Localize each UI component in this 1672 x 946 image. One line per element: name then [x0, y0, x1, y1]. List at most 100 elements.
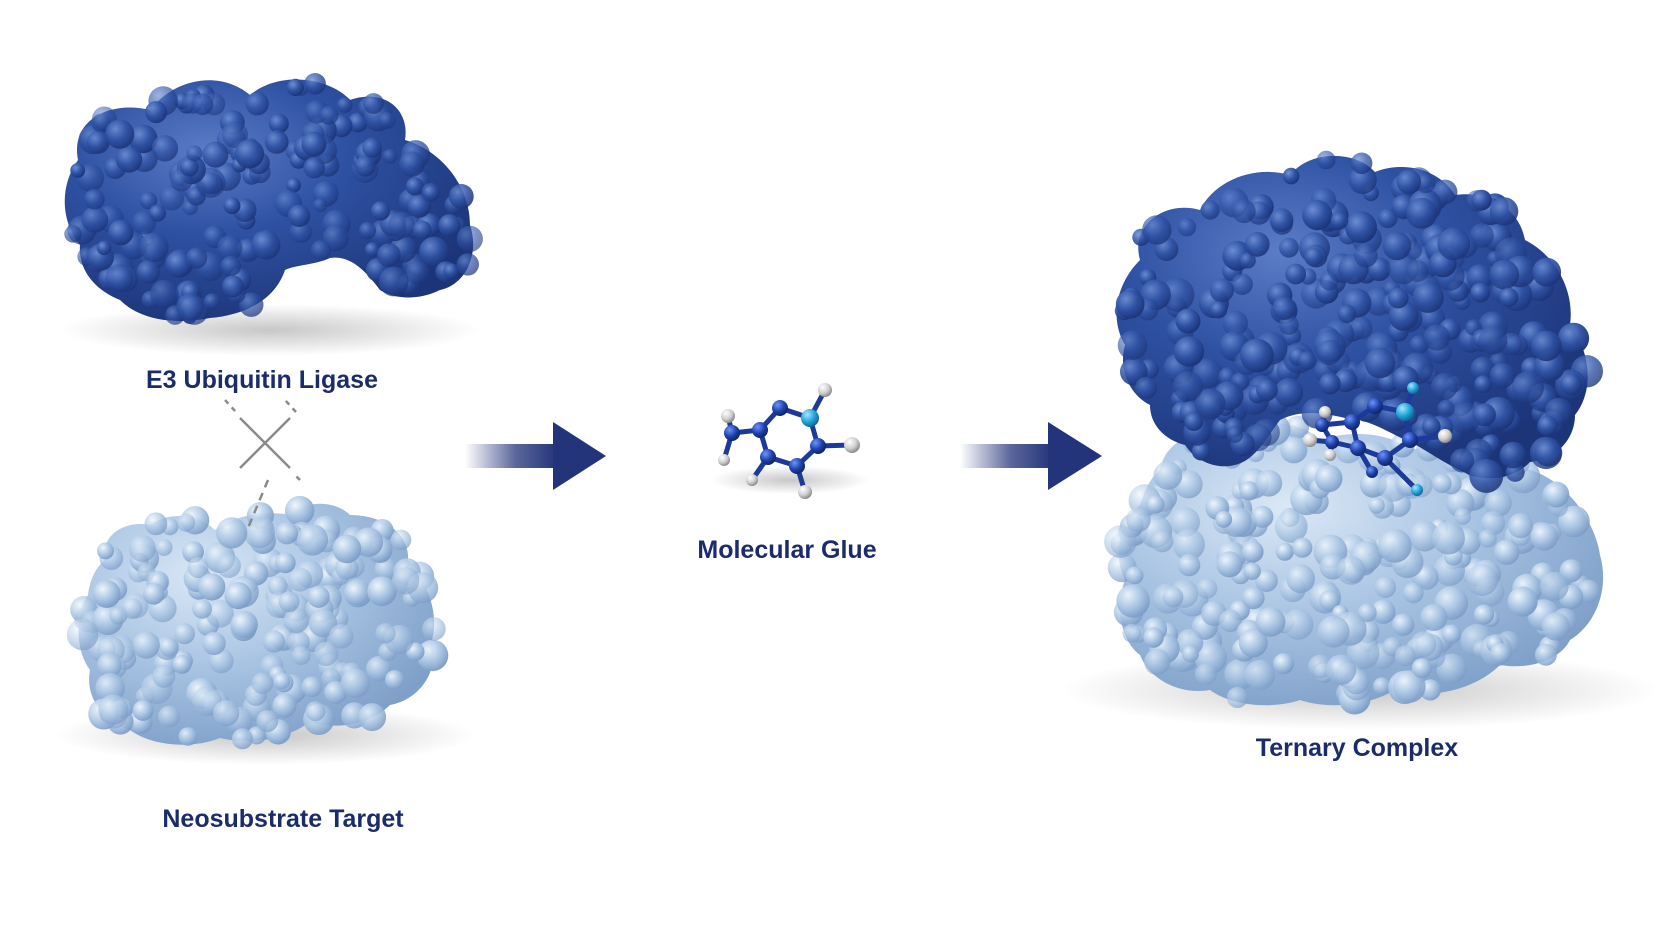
- surface-bump: [313, 198, 328, 212]
- surface-bump: [1231, 273, 1253, 295]
- surface-bump: [1512, 371, 1544, 404]
- surface-bump: [97, 542, 114, 560]
- surface-bump: [1393, 670, 1426, 703]
- surface-bump: [1541, 612, 1570, 641]
- surface-bump: [391, 567, 420, 595]
- surface-bump: [1282, 167, 1300, 185]
- surface-bump: [1470, 282, 1491, 303]
- surface-bump: [1194, 388, 1226, 420]
- surface-bump: [1531, 330, 1562, 362]
- surface-bump: [186, 247, 208, 269]
- surface-bump: [178, 727, 198, 746]
- surface-bump: [1422, 417, 1441, 436]
- atom: [1367, 398, 1383, 414]
- surface-bump: [421, 182, 441, 202]
- surface-bump: [203, 293, 221, 310]
- surface-bump: [1272, 296, 1296, 320]
- surface-bump: [145, 101, 168, 124]
- surface-bump: [1319, 590, 1340, 611]
- surface-bump: [307, 585, 330, 608]
- surface-bump: [1314, 464, 1343, 493]
- surface-bump: [81, 206, 109, 233]
- surface-bump: [1242, 586, 1265, 610]
- surface-bump: [1172, 371, 1204, 402]
- neosubstrate-protein: [66, 495, 449, 750]
- surface-bump: [1478, 325, 1508, 355]
- surface-bump: [1489, 259, 1520, 290]
- surface-bump: [1449, 402, 1481, 434]
- surface-bump: [1368, 497, 1385, 514]
- atom: [1325, 435, 1339, 449]
- surface-bump: [1162, 586, 1184, 608]
- surface-bump: [1472, 403, 1496, 427]
- surface-bump: [1330, 212, 1349, 230]
- surface-bump: [1396, 169, 1422, 194]
- surface-bump: [344, 580, 370, 605]
- surface-bump: [1126, 507, 1151, 533]
- surface-bump: [422, 617, 446, 641]
- surface-bump: [405, 177, 424, 196]
- surface-bump: [291, 645, 311, 666]
- surface-bump: [1409, 335, 1429, 355]
- atom: [772, 400, 788, 416]
- surface-bump: [1402, 582, 1424, 604]
- surface-bump: [1432, 473, 1452, 494]
- surface-bump: [275, 552, 296, 574]
- surface-bump: [1532, 257, 1562, 287]
- surface-bump: [1354, 243, 1378, 268]
- surface-bump: [230, 610, 258, 639]
- surface-bump: [176, 293, 204, 321]
- surface-bump: [1350, 152, 1373, 175]
- surface-bump: [1238, 628, 1268, 658]
- surface-bump: [1377, 208, 1398, 229]
- surface-bump: [366, 656, 392, 682]
- surface-bump: [1337, 304, 1357, 324]
- surface-bump: [1530, 522, 1558, 551]
- surface-bump: [1191, 442, 1211, 461]
- surface-bump: [1507, 513, 1534, 539]
- surface-bump: [1412, 281, 1444, 313]
- surface-bump: [1364, 347, 1396, 379]
- surface-bump: [1255, 569, 1278, 592]
- surface-bump: [220, 255, 241, 277]
- surface-bump: [1232, 199, 1256, 224]
- surface-bump: [1534, 643, 1557, 666]
- surface-bump: [1392, 613, 1415, 636]
- surface-bump: [1559, 559, 1583, 583]
- surface-bump: [216, 235, 243, 261]
- surface-bump: [1469, 223, 1494, 248]
- surface-bump: [97, 652, 122, 678]
- atom: [1350, 440, 1366, 456]
- surface-bump: [86, 131, 110, 154]
- surface-bump: [172, 654, 192, 674]
- surface-bump: [1489, 197, 1519, 226]
- surface-bump: [245, 92, 269, 116]
- surface-bump: [256, 710, 279, 733]
- surface-bump: [285, 495, 315, 526]
- surface-bump: [301, 131, 327, 157]
- surface-bump: [128, 124, 158, 154]
- surface-bump: [1146, 495, 1165, 514]
- surface-bump: [231, 728, 253, 750]
- neosubstrate-label: Neosubstrate Target: [162, 805, 404, 833]
- surface-bump: [1560, 373, 1583, 396]
- surface-bump: [358, 221, 377, 240]
- surface-bump: [139, 191, 158, 210]
- surface-bump: [374, 557, 398, 581]
- surface-bump: [1534, 439, 1562, 467]
- surface-bump: [1466, 264, 1493, 291]
- surface-bump: [1282, 609, 1314, 640]
- surface-bump: [310, 240, 331, 261]
- surface-bump: [1471, 189, 1492, 211]
- surface-bump: [202, 141, 229, 168]
- surface-bump: [105, 264, 134, 293]
- atom: [724, 425, 740, 441]
- surface-bump: [419, 236, 449, 267]
- surface-bump: [1117, 330, 1148, 361]
- surface-bump: [382, 148, 398, 164]
- surface-bump: [367, 576, 397, 606]
- surface-bump: [438, 214, 461, 237]
- surface-bump: [1466, 563, 1499, 597]
